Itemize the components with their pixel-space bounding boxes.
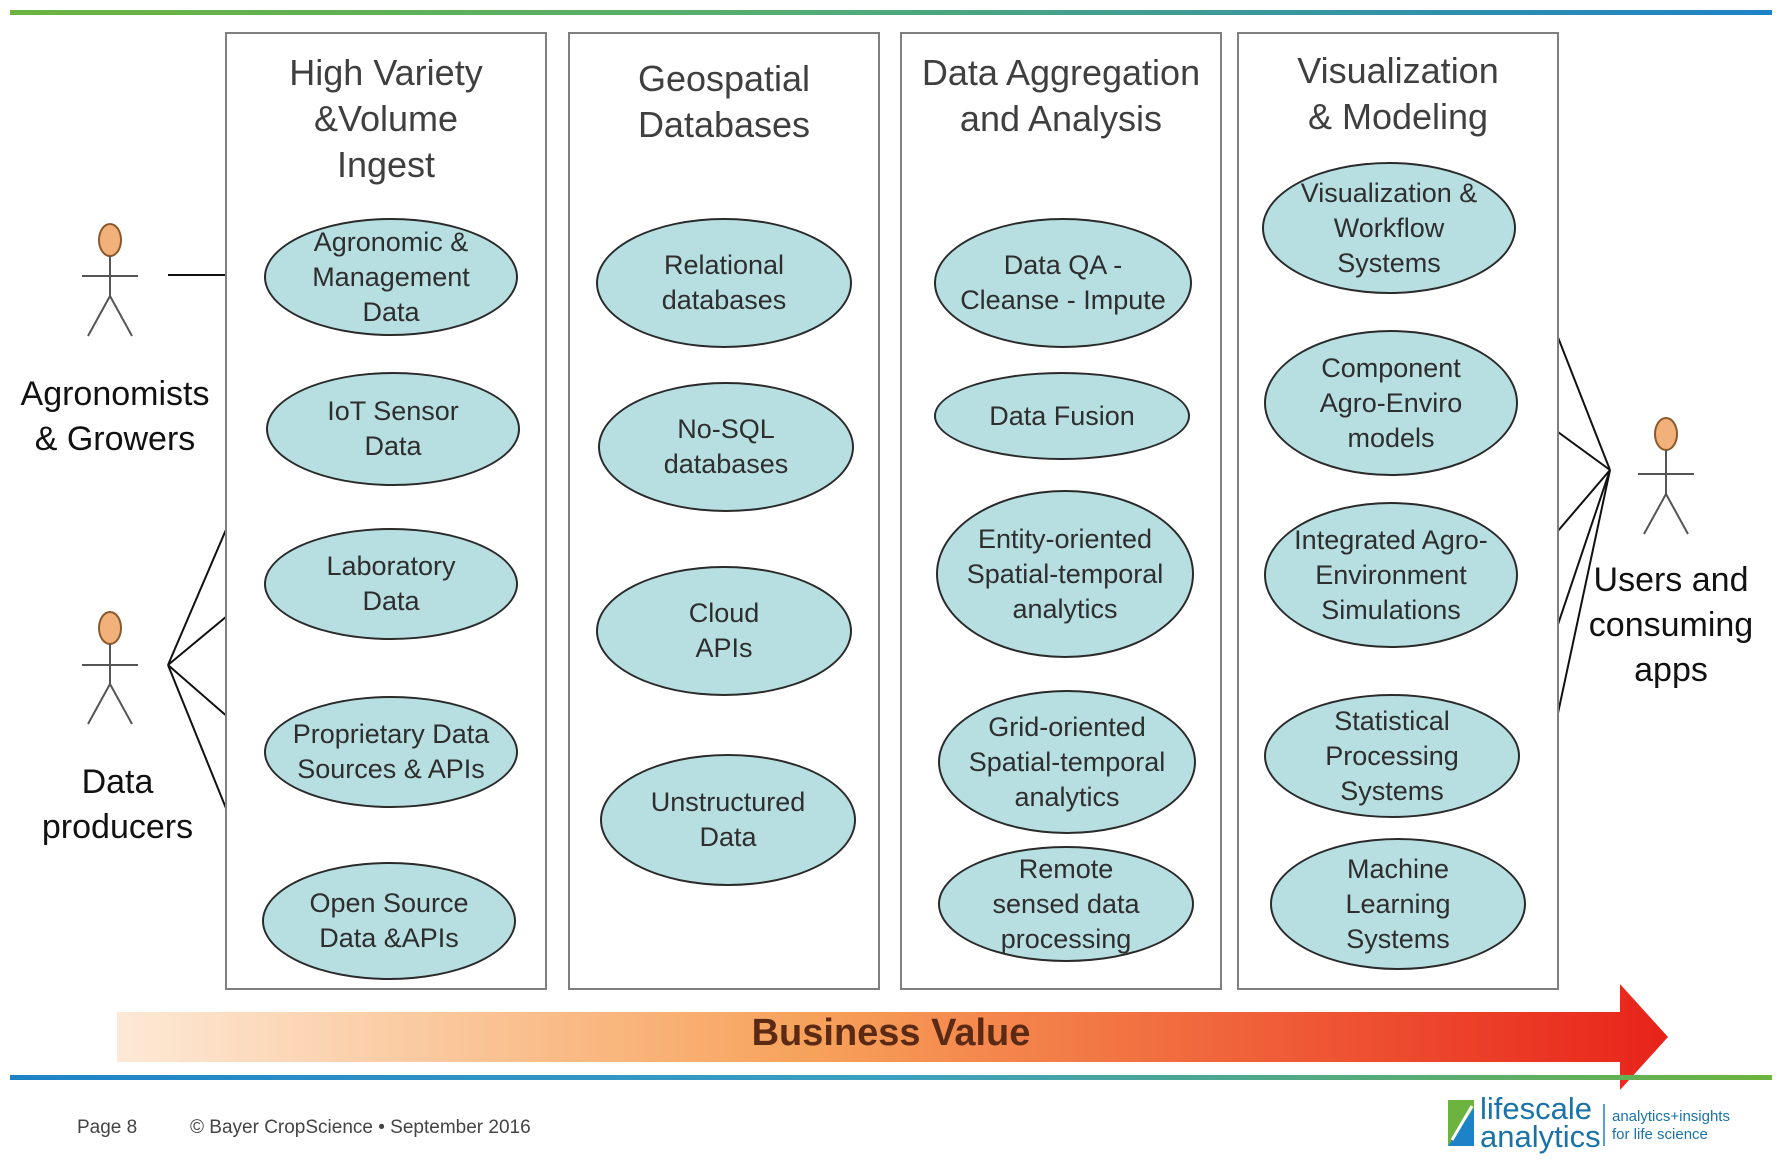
ellipse-open-source-data: Open Source Data &APIs <box>262 862 516 980</box>
ellipse-nosql-databases: No-SQL databases <box>598 382 854 512</box>
ellipse-unstructured-data: Unstructured Data <box>600 754 856 886</box>
column-ingest-title: High Variety &Volume Ingest <box>289 52 483 185</box>
ellipse-data-qa: Data QA - Cleanse - Impute <box>934 218 1192 348</box>
ellipse-component-models: Component Agro-Enviro models <box>1264 330 1518 476</box>
column-analysis-title: Data Aggregation and Analysis <box>921 52 1201 139</box>
ellipse-data-fusion: Data Fusion <box>934 372 1190 460</box>
ellipse-statistical-processing: Statistical Processing Systems <box>1264 694 1520 818</box>
growers-actor-label: Agronomists & Growers <box>20 375 210 458</box>
column-modeling-title: Visualization & Modeling <box>1297 50 1499 137</box>
page-number: Page 8 <box>77 1117 138 1138</box>
top-accent-bar <box>10 10 1772 15</box>
copyright-text: © Bayer CropScience • September 2016 <box>190 1117 531 1138</box>
users-actor-label: Users and consuming apps <box>1588 561 1754 689</box>
users-actor-icon <box>1638 417 1694 535</box>
logo-wordmark-line2: analytics <box>1480 1119 1601 1154</box>
business-value-arrow <box>117 984 1668 1090</box>
ellipse-visualization-workflow: Visualization & Workflow Systems <box>1262 162 1516 294</box>
business-value-label: Business Value <box>751 1012 1031 1054</box>
ellipse-laboratory-data: Laboratory Data <box>264 528 518 640</box>
ellipse-proprietary-data: Proprietary Data Sources & APIs <box>264 696 518 808</box>
logo-wordmark-line1: lifescale <box>1480 1091 1592 1126</box>
column-ingest: High Variety &Volume Ingest <box>225 32 547 990</box>
ellipse-iot-sensor-data: IoT Sensor Data <box>266 372 520 486</box>
column-databases-title: Geospatial Databases <box>637 58 811 145</box>
ellipse-cloud-apis: Cloud APIs <box>596 566 852 696</box>
producers-actor-icon <box>82 611 138 725</box>
ellipse-entity-analytics: Entity-oriented Spatial-temporal analyti… <box>936 490 1194 658</box>
ellipse-integrated-simulations: Integrated Agro- Environment Simulations <box>1264 502 1518 648</box>
growers-actor-icon <box>82 223 138 337</box>
ellipse-machine-learning: Machine Learning Systems <box>1270 838 1526 970</box>
ellipse-remote-sensed: Remote sensed data processing <box>938 846 1194 962</box>
producers-actor-label: Data producers <box>41 763 194 846</box>
bottom-accent-bar <box>10 1075 1772 1080</box>
logo-tagline-line1: analytics+insights <box>1612 1108 1730 1125</box>
ellipse-agronomic-data: Agronomic & Management Data <box>264 218 518 336</box>
ellipse-grid-analytics: Grid-oriented Spatial-temporal analytics <box>938 690 1196 834</box>
logo-tagline-line2: for life science <box>1612 1126 1708 1143</box>
ellipse-relational-databases: Relational databases <box>596 218 852 348</box>
